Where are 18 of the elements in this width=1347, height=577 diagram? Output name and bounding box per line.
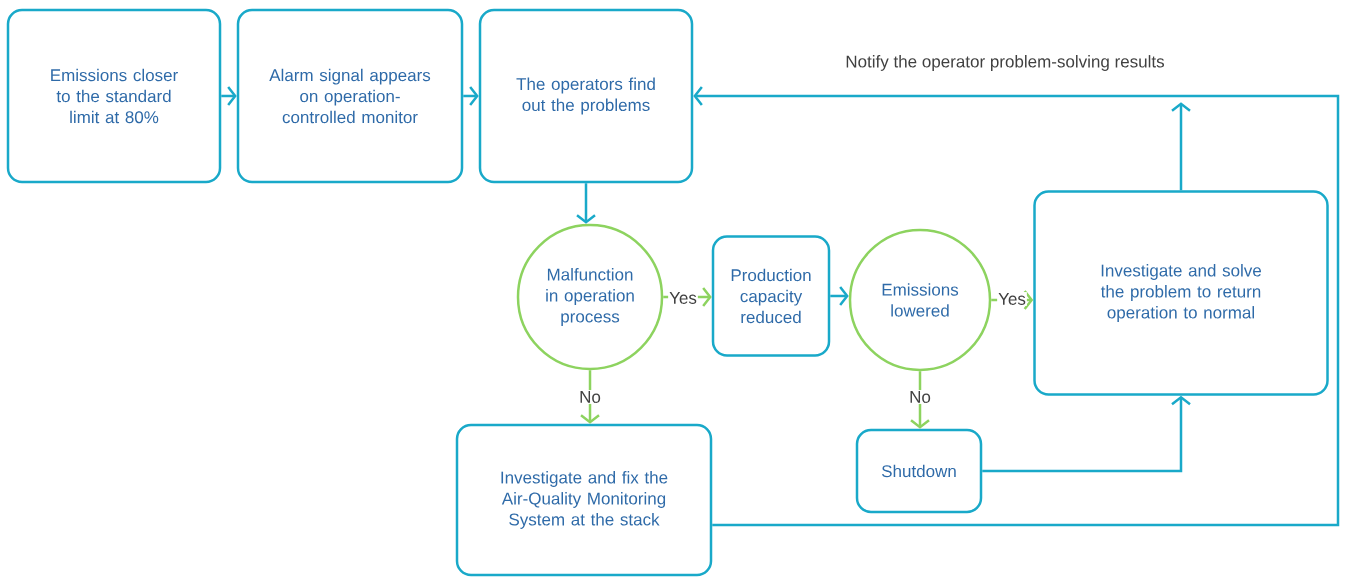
process-box: Investigate and solve the problem to return operation to normal bbox=[1033, 190, 1329, 396]
arrow bbox=[1171, 102, 1191, 191]
arrow bbox=[982, 395, 1191, 473]
process-box: Production capacity reduced bbox=[711, 235, 831, 357]
process-box: Investigate and fix the Air-Quality Monitoring System at the stack bbox=[455, 423, 713, 577]
edge-label: No bbox=[578, 390, 602, 404]
edge-label: Yes bbox=[668, 291, 698, 305]
edge-label: Notify the operator problem-solving results bbox=[844, 54, 1166, 72]
arrow bbox=[693, 86, 1340, 527]
arrow bbox=[910, 371, 930, 429]
edge-label: No bbox=[908, 390, 932, 404]
process-box: The operators find out the problems bbox=[478, 8, 694, 184]
process-box: Alarm signal appears on operation-controlled monitor bbox=[236, 8, 464, 184]
arrow bbox=[580, 370, 600, 424]
process-box: Shutdown bbox=[855, 428, 983, 514]
arrow bbox=[576, 183, 596, 224]
process-box: Emissions closer to the standard limit at 80% bbox=[6, 8, 222, 184]
edge-label: Yes bbox=[997, 292, 1027, 306]
